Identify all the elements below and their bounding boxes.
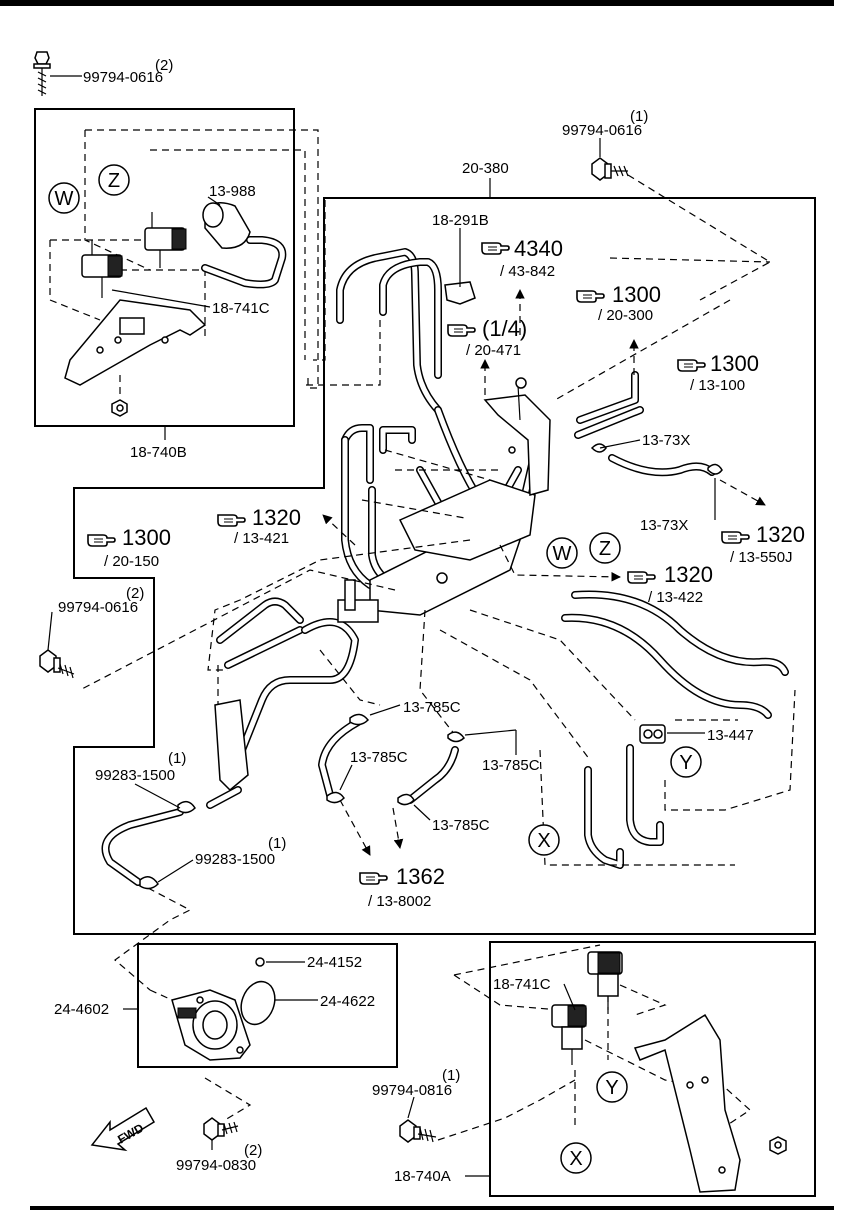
- clamp-99283-b-qty: (1): [268, 835, 286, 852]
- clamp-99283-b-label: 99283-1500: [195, 851, 275, 868]
- ref-4340: 4340: [514, 236, 563, 261]
- bracket-18-740a-label: 18-740A: [394, 1168, 451, 1185]
- svg-text:W: W: [553, 543, 572, 565]
- bolt-bottom-mid-label: 99794-0816: [372, 1082, 452, 1099]
- hose-bracket: [214, 699, 249, 792]
- ref-1362-sub: / 13-8002: [368, 893, 431, 910]
- ref-1300-b-sub: / 13-100: [690, 377, 745, 394]
- ref-hand-icon-4340: [481, 242, 510, 255]
- vacuum-pump-frame: [137, 943, 398, 1068]
- main-assembly-frame: [73, 197, 816, 935]
- ref-1300-b: 1300: [710, 351, 759, 376]
- ref-hand-icon-1320-a: [721, 531, 750, 544]
- svg-text:Y: Y: [679, 752, 692, 774]
- bolt-top-mid-label: 99794-0616: [562, 122, 642, 139]
- bolt-top-left-label: 99794-0616: [83, 69, 163, 86]
- clamp-13-785c-b-label: 13-785C: [482, 757, 540, 774]
- fwd-arrow-icon: FWD: [90, 1106, 156, 1152]
- valve-18-741c-top-label: 18-741C: [212, 300, 270, 317]
- callout-x-bottom: X: [560, 1142, 592, 1174]
- bottom-rule: [30, 1206, 834, 1210]
- valve-18-741c-bottom-label: 18-741C: [493, 976, 551, 993]
- bolt-top-left: [33, 51, 82, 96]
- callout-w-main: W: [546, 537, 578, 569]
- bolt-left-mid: [39, 611, 75, 679]
- bolt-bottom-mid-qty: (1): [442, 1067, 460, 1084]
- clip-13-73x-a-label: 13-73X: [642, 432, 690, 449]
- bracket-18-740b-parts: [49, 129, 319, 417]
- clip-18-291b-label: 18-291B: [432, 212, 489, 229]
- svg-text:X: X: [537, 830, 550, 852]
- svg-text:W: W: [55, 188, 74, 210]
- ref-1300-a-sub: / 20-300: [598, 307, 653, 324]
- main-routing-guides: [79, 200, 796, 991]
- vacuum-manifold: [337, 281, 551, 623]
- bolt-left-mid-label: 99794-0616: [58, 599, 138, 616]
- vacuum-pump: [149, 957, 276, 1061]
- bracket-assembly-18-740a-frame: [489, 941, 816, 1197]
- ref-1-4-sub: / 20-471: [466, 342, 521, 359]
- bolt-bottom-left-label: 99794-0830: [176, 1157, 256, 1174]
- ref-1320-c: 1320: [664, 562, 713, 587]
- bolt-top-left-qty: (2): [155, 57, 173, 74]
- callout-z-top: Z: [98, 164, 130, 196]
- callout-x-main: X: [528, 824, 560, 856]
- ref-hand-icon-1320-b: [217, 514, 246, 527]
- clamp-13-785c-c-label: 13-785C: [350, 749, 408, 766]
- callout-w-top: W: [48, 182, 80, 214]
- svg-text:X: X: [569, 1148, 582, 1170]
- bracket-18-740b-label: 18-740B: [130, 444, 187, 461]
- ref-hand-icon-1300-a: [576, 290, 605, 303]
- clamp-99283-a-label: 99283-1500: [95, 767, 175, 784]
- ref-4340-sub: / 43-842: [500, 263, 555, 280]
- ref-1320-b-sub: / 13-421: [234, 530, 289, 547]
- top-rule: [0, 0, 834, 6]
- o-ring: [255, 957, 265, 967]
- clamp-13-785c-a-label: 13-785C: [403, 699, 461, 716]
- ref-hand-icon-1320-c: [627, 571, 656, 584]
- bolt-left-mid-qty: (2): [126, 585, 144, 602]
- clamp-13-785c-d-label: 13-785C: [432, 817, 490, 834]
- pump-24-4602-label: 24-4602: [54, 1001, 109, 1018]
- ref-1320-a: 1320: [756, 522, 805, 547]
- ref-1300-a: 1300: [612, 282, 661, 307]
- oring-24-4152-label: 24-4152: [307, 954, 362, 971]
- ref-hand-icon-1300-c: [87, 534, 116, 547]
- clamp-13-447-label: 13-447: [707, 727, 754, 744]
- bolt-top-mid: [591, 138, 772, 301]
- callout-z-main: Z: [589, 532, 621, 564]
- clamps: [139, 443, 723, 890]
- ref-1362: 1362: [396, 864, 445, 889]
- callout-y-main: Y: [670, 746, 702, 778]
- ref-1-4: (1/4): [482, 316, 527, 341]
- bolt-bottom-left-qty: (2): [244, 1142, 262, 1159]
- ref-hand-icon-1362: [359, 872, 388, 885]
- ref-hand-icon-1300-b: [677, 359, 706, 372]
- bolt-bottom-mid: [399, 1079, 576, 1143]
- ref-1300-c-sub: / 20-150: [104, 553, 159, 570]
- ref-1300-c: 1300: [122, 525, 171, 550]
- ref-1320-a-sub: / 13-550J: [730, 549, 793, 566]
- svg-text:Z: Z: [599, 538, 611, 560]
- canister-13-988-label: 13-988: [209, 183, 256, 200]
- clip-13-73x-b-label: 13-73X: [640, 517, 688, 534]
- ref-1320-b: 1320: [252, 505, 301, 530]
- gasket-ring: [240, 980, 276, 1026]
- assembly-20-380-label: 20-380: [462, 160, 509, 177]
- ref-hand-icon-1-4: [447, 324, 476, 337]
- bracket-18-740a-parts: [453, 944, 787, 1193]
- gasket-24-4622-label: 24-4622: [320, 993, 375, 1010]
- bolt-top-mid-qty: (1): [630, 108, 648, 125]
- callout-y-bottom: Y: [596, 1071, 628, 1103]
- bolt-bottom-left: [203, 1117, 239, 1150]
- svg-text:Z: Z: [108, 170, 120, 192]
- clamp-99283-a-qty: (1): [168, 750, 186, 767]
- ref-1320-c-sub: / 13-422: [648, 589, 703, 606]
- svg-text:Y: Y: [605, 1077, 618, 1099]
